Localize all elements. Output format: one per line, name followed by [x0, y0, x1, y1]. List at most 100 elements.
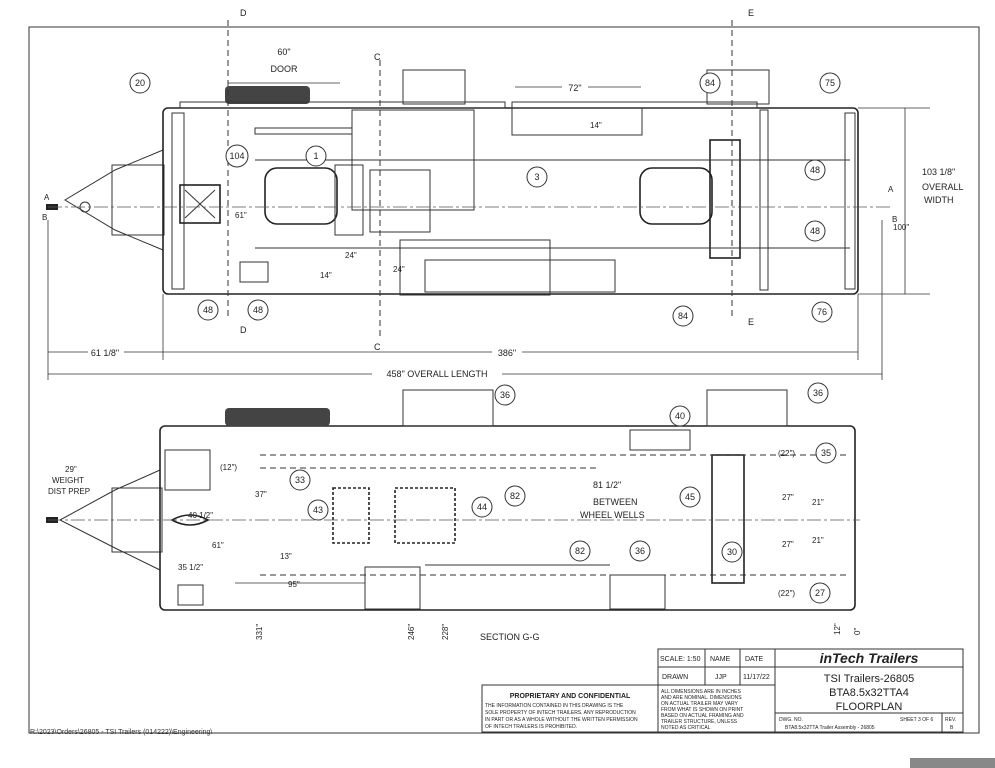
title-block: SCALE: 1:50 NAME DATE DRAWN JJP 11/17/22… [657, 648, 964, 733]
door-label: DOOR [271, 64, 299, 74]
callout-balloon: 35 [815, 442, 837, 464]
callout-balloon: 84 [699, 72, 721, 94]
fender-top-1 [402, 69, 466, 105]
dim-24: 24" [393, 265, 405, 274]
svg-text:ON ACTUAL TRAILER MAY VARY: ON ACTUAL TRAILER MAY VARY [661, 701, 739, 707]
svg-text:82: 82 [510, 491, 520, 501]
dim: 228" [441, 624, 450, 640]
dim: 21" [812, 498, 824, 507]
svg-text:45: 45 [685, 492, 695, 502]
svg-text:3: 3 [534, 172, 539, 182]
dim-14: 14" [590, 121, 602, 130]
svg-text:OF INTECH TRAILERS IS PROHIBIT: OF INTECH TRAILERS IS PROHIBITED. [485, 724, 577, 730]
drawing-frame [28, 26, 980, 734]
dim: 21" [812, 536, 824, 545]
callout-balloon: 104 [225, 144, 249, 168]
overall-width-label: OVERALL [922, 182, 964, 192]
section-mark-c: C [374, 342, 381, 352]
dim: (12") [220, 463, 237, 472]
svg-text:84: 84 [678, 311, 688, 321]
svg-text:20: 20 [135, 78, 145, 88]
dim: 12" [833, 623, 842, 635]
dim: 27" [782, 493, 794, 502]
section-mark-a: A [888, 185, 894, 194]
svg-text:36: 36 [813, 388, 823, 398]
callout-balloon: 82 [504, 485, 526, 507]
callout-balloon: 48 [247, 299, 269, 321]
between-wheel-wells-label: WHEEL WELLS [580, 510, 645, 520]
svg-text:48: 48 [810, 226, 820, 236]
dim: 246" [407, 624, 416, 640]
callout-balloon: 75 [819, 72, 841, 94]
svg-text:48: 48 [203, 305, 213, 315]
drawing-title: TSI Trailers-26805 [824, 673, 914, 685]
between-wheel-wells-value: 81 1/2" [593, 480, 621, 490]
dim-72: 72" [568, 83, 581, 93]
dim: 13" [280, 552, 292, 561]
dim: 37" [255, 490, 267, 499]
dim: 35 1/2" [178, 563, 203, 572]
svg-text:NOTED AS CRITICAL: NOTED AS CRITICAL [661, 725, 711, 731]
section-title: SECTION G-G [480, 632, 540, 642]
section-mark-e: E [748, 8, 754, 18]
svg-text:104: 104 [229, 151, 244, 161]
svg-text:FROM WHAT IS SHOWN ON PRINT: FROM WHAT IS SHOWN ON PRINT [661, 707, 743, 713]
callout-balloon: 43 [307, 499, 329, 521]
callout-balloon: 48 [197, 299, 219, 321]
proprietary-notice: PROPRIETARY AND CONFIDENTIAL THE INFORMA… [481, 684, 659, 733]
cabinet-43 [332, 487, 370, 544]
callout-balloon: 36 [807, 382, 829, 404]
inner-width: 100" [893, 223, 909, 232]
dim: 0" [853, 628, 862, 635]
between-wheel-wells-label: BETWEEN [593, 497, 638, 507]
door-dim: 60" [277, 47, 290, 57]
dim: (22") [778, 589, 795, 598]
section-mark-d: D [240, 8, 247, 18]
axle-frame [709, 139, 741, 259]
overall-length: 458" OVERALL LENGTH [387, 369, 488, 379]
drawing-number: BTA8.5x32TTA Trailer Assembly - 26805 [785, 725, 875, 731]
callout-balloon: 27 [809, 582, 831, 604]
scale-label: SCALE: 1:50 [660, 656, 701, 663]
section-mark-b: B [42, 213, 47, 222]
svg-text:33: 33 [295, 475, 305, 485]
section-g-g-view: 36 36 40 36 35 33 82 82 43 44 45 30 27 (… [46, 382, 862, 642]
svg-text:DWG. NO.: DWG. NO. [779, 717, 803, 723]
wheel-well-rear [639, 167, 713, 225]
revision: B [950, 725, 954, 731]
wheel-well-front [264, 167, 338, 225]
drawn-by: JJP [715, 674, 727, 681]
section-mark-e: E [748, 317, 754, 327]
svg-text:DRAWN: DRAWN [662, 674, 688, 681]
drawing-date: 11/17/22 [743, 674, 770, 681]
svg-text:36: 36 [500, 390, 510, 400]
top-plan-view: D D C C E E A B A B 60" DOOR 72" 14" 61"… [42, 8, 964, 381]
dim-24: 24" [345, 251, 357, 260]
overall-width-label: WIDTH [924, 195, 954, 205]
generator [179, 184, 221, 224]
company-name: inTech Trailers [820, 650, 919, 666]
svg-text:40: 40 [675, 411, 685, 421]
svg-text:43: 43 [313, 505, 323, 515]
svg-text:BASED ON ACTUAL FRAMING AND: BASED ON ACTUAL FRAMING AND [661, 713, 744, 719]
a-frame-tongue [64, 149, 164, 251]
svg-text:AND ARE NOMINAL. DIMENSIONS: AND ARE NOMINAL. DIMENSIONS [661, 695, 742, 701]
scroll-indicator [910, 758, 995, 768]
dim: 27" [782, 540, 794, 549]
svg-text:DATE: DATE [745, 656, 763, 663]
trailer-body-section [159, 425, 856, 611]
callout-balloon: 36 [494, 384, 516, 406]
callout-balloon: 48 [804, 220, 826, 242]
dim: (22") [778, 449, 795, 458]
svg-text:75: 75 [825, 78, 835, 88]
body-length: 386" [498, 348, 516, 358]
callout-balloon: 1 [305, 145, 327, 167]
overall-width-value: 103 1/8" [922, 167, 955, 177]
axle-frame [711, 454, 745, 584]
svg-text:44: 44 [477, 502, 487, 512]
svg-text:30: 30 [727, 547, 737, 557]
tongue-length: 61 1/8" [91, 348, 119, 358]
svg-text:35: 35 [821, 448, 831, 458]
trailer-body [162, 107, 859, 295]
